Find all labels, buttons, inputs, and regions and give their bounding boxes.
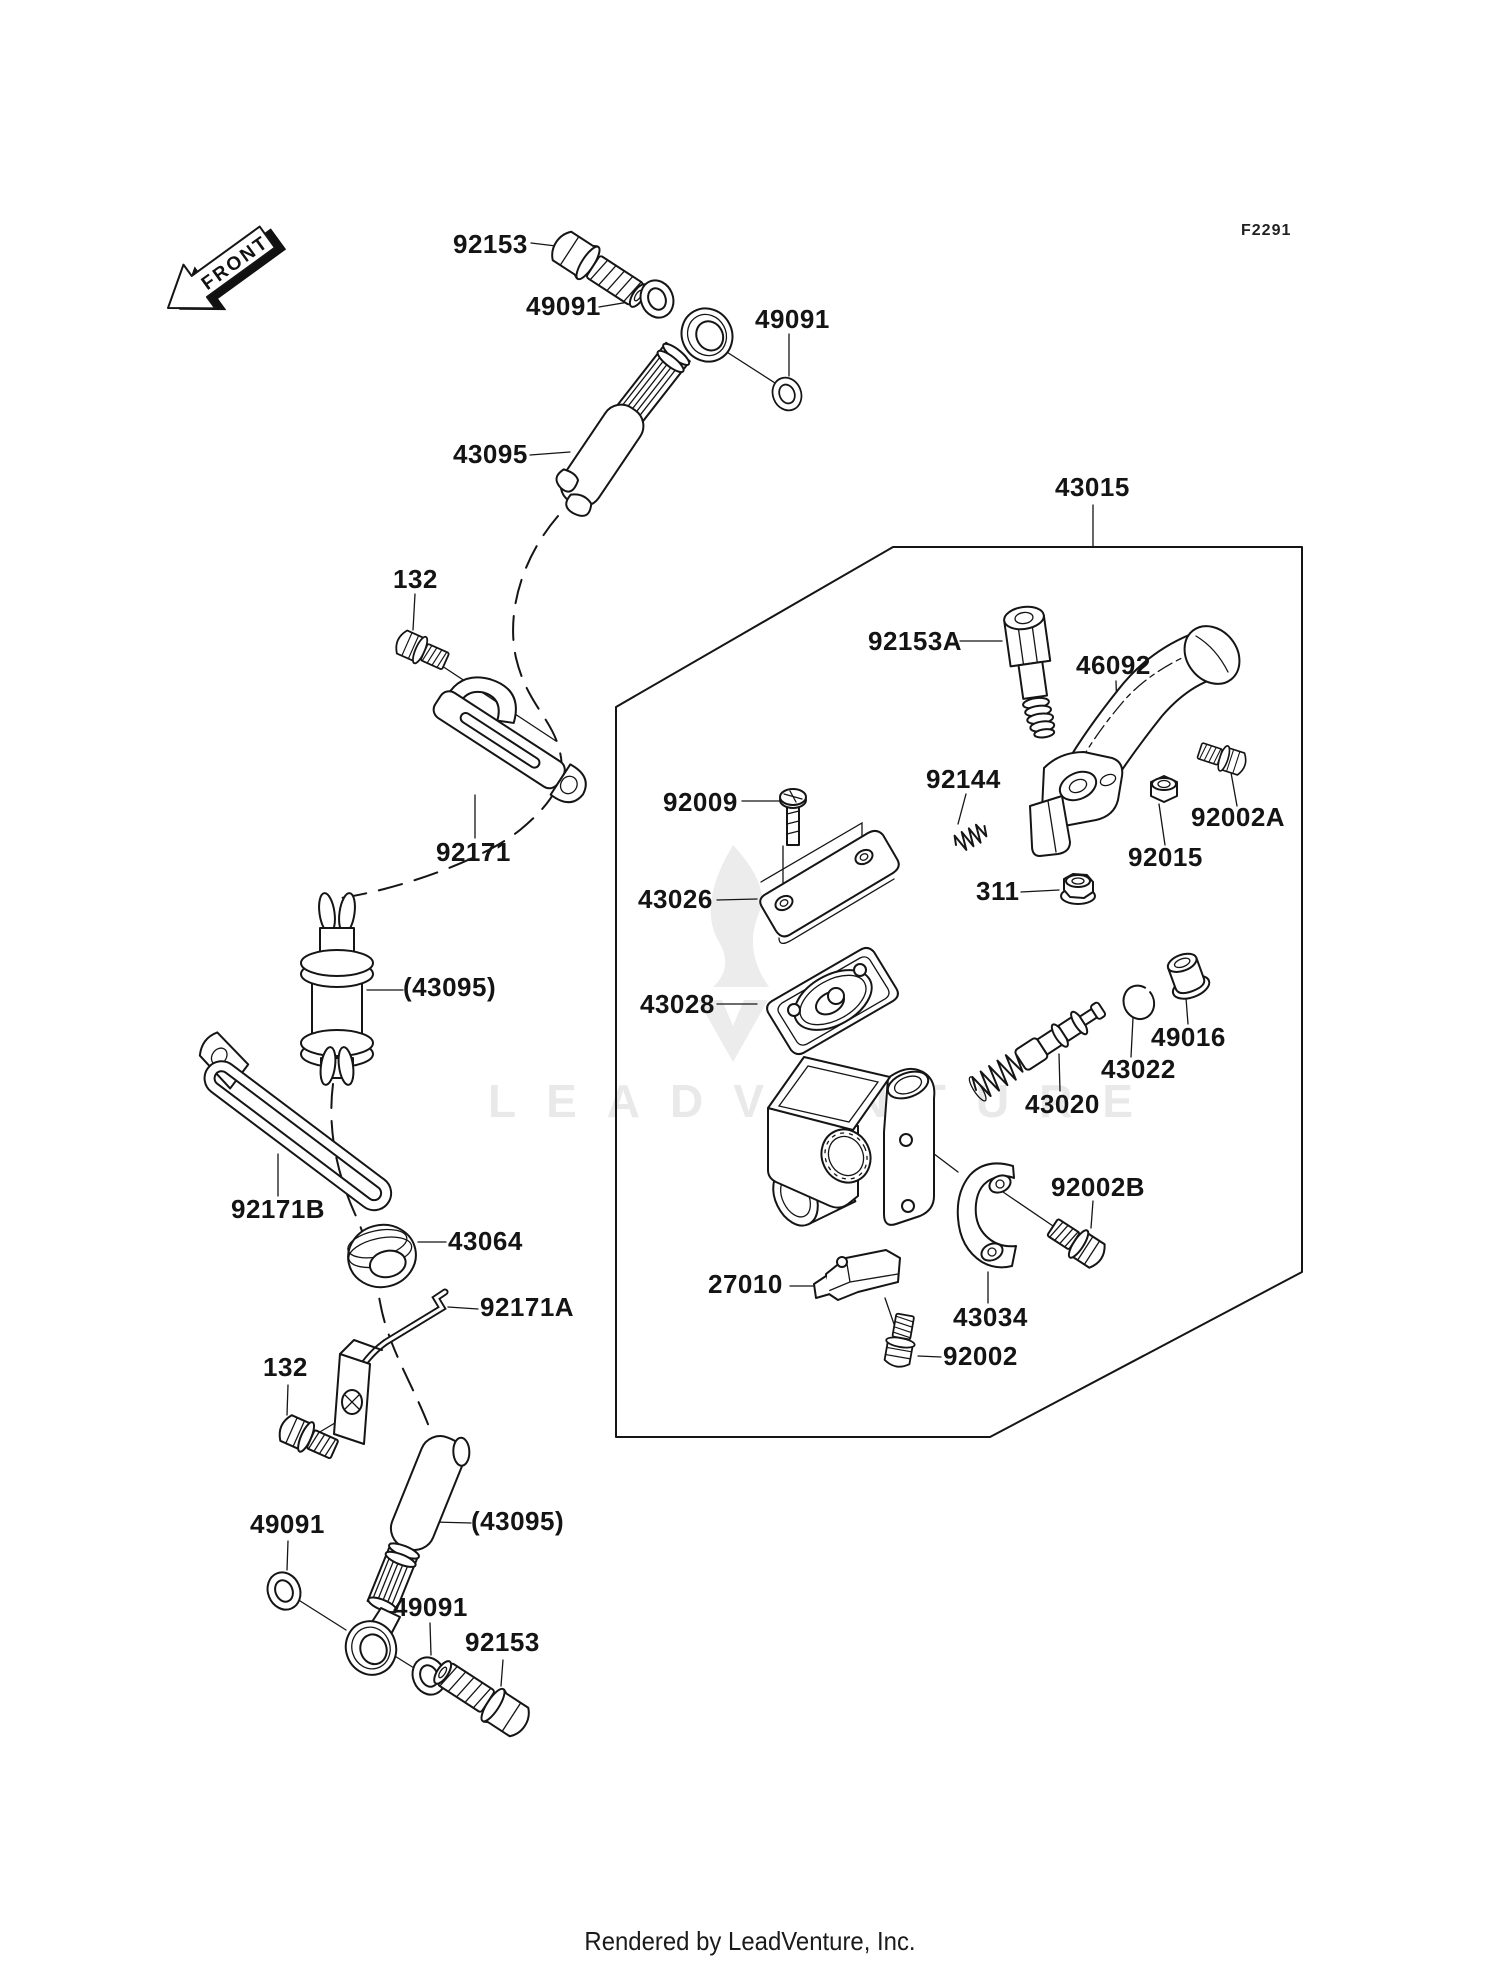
part-label-46092: 46092 [1076,650,1151,680]
part-label-43026: 43026 [638,884,713,914]
part-label-43015: 43015 [1055,472,1130,502]
clamp-bolt-92002B [1042,1212,1111,1274]
locknut-92015 [1150,775,1178,803]
reservoir-diaphragm-43028 [766,946,899,1056]
part-label-27010: 27010 [708,1269,783,1299]
sealing-washer-bottom-left [261,1566,307,1616]
part-label-92171A: 92171A [480,1292,575,1322]
clamp-bolt-132-lower [273,1410,342,1466]
hose-bracket-92171 [432,676,587,804]
part-label-49091-a: 49091 [526,291,601,321]
circlip-43022 [1122,984,1156,1021]
grommet-43064 [347,1223,417,1289]
brake-hose-upper [555,298,743,517]
brake-lever-46092 [1029,625,1241,857]
part-label-43034: 43034 [953,1302,1028,1332]
reservoir-cap-43026 [759,821,900,945]
part-label-92153-b: 92153 [465,1627,540,1657]
adjuster-spring-92144 [953,823,988,851]
part-label-92002B: 92002B [1051,1172,1146,1202]
adjuster-bolt-92153A [1003,605,1056,739]
sealing-washer-top-right [766,372,808,416]
part-label-43064: 43064 [448,1226,523,1256]
part-label-49091-d: 49091 [393,1592,468,1622]
part-label-92144: 92144 [926,764,1001,794]
cap-screw-92009 [779,788,807,846]
clamp-bolt-132-upper [391,626,453,676]
part-label-92171: 92171 [436,837,511,867]
banjo-bolt-bottom [426,1652,537,1743]
assembly-box-outline [615,546,1303,1438]
leadventure-watermark-logo [698,845,769,1062]
brake-switch-27010 [813,1249,901,1301]
part-label-49091-c: 49091 [250,1509,325,1539]
part-label-43095: 43095 [453,439,528,469]
part-label-92009: 92009 [663,787,738,817]
hose-grommet-boot [300,892,374,1086]
brake-hose-routing-dashed [330,515,563,1433]
brake-hose-lower [337,1435,471,1683]
piston-assembly-43020 [968,1001,1107,1102]
clamp-plate-lower [333,1339,383,1445]
part-label-92171B: 92171B [231,1194,326,1224]
front-direction-arrow: FRONT [167,225,287,311]
part-label-132-a: 132 [393,564,438,594]
part-label-311: 311 [976,876,1020,906]
part-label-92153-top: 92153 [453,229,528,259]
figure-code: F2291 [1241,222,1292,239]
cable-guide-92171B [198,1031,393,1212]
part-label-43020: 43020 [1025,1089,1100,1119]
part-label-49091-b: 49091 [755,304,830,334]
part-label-92002A: 92002A [1191,802,1286,832]
part-label-49016: 49016 [1151,1022,1226,1052]
bushing-49016 [1166,952,1211,1000]
part-label-92002: 92002 [943,1341,1018,1371]
master-cylinder-body [767,1056,936,1227]
switch-screw-92002 [881,1311,921,1370]
pivot-nut-311 [1060,873,1096,905]
part-label-43028: 43028 [640,989,715,1019]
part-label-92153A: 92153A [868,626,963,656]
part-label-43095-ref-b: (43095) [471,1506,565,1536]
footer-attribution: Rendered by LeadVenture, Inc. [584,1926,916,1956]
part-label-92015: 92015 [1128,842,1203,872]
lever-pivot-bolt-92002A [1194,737,1250,779]
handlebar-clamp-43034 [956,1162,1017,1269]
part-label-43095-ref-a: (43095) [403,972,497,1002]
part-label-43022: 43022 [1101,1054,1176,1084]
part-label-132-b: 132 [263,1352,308,1382]
